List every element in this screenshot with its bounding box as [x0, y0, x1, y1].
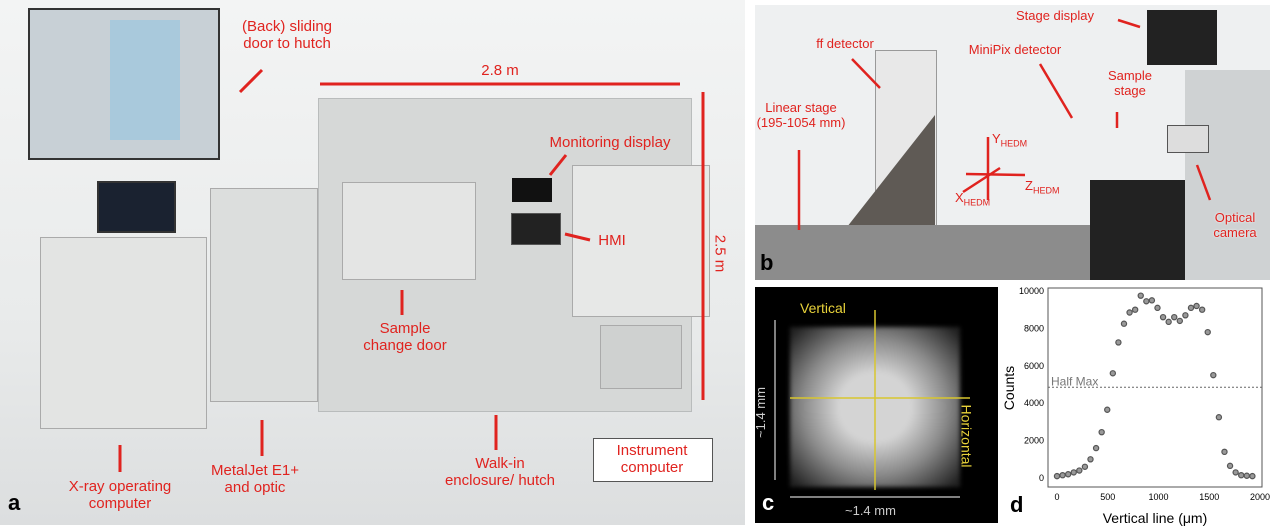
- label-minipix: MiniPix detector: [968, 42, 1062, 57]
- data-point: [1249, 472, 1256, 480]
- metaljet-cabinet: [210, 188, 318, 402]
- data-point: [1115, 339, 1122, 346]
- x-axis-label: Vertical line (μm): [1103, 510, 1208, 526]
- monitoring-display: [512, 178, 552, 202]
- label-optical-camera: Optical camera: [1213, 210, 1257, 240]
- data-point: [1187, 304, 1195, 312]
- data-point: [1109, 370, 1117, 377]
- data-point: [1120, 320, 1128, 327]
- data-point: [1126, 309, 1133, 316]
- stage-display-screen: [1147, 10, 1217, 65]
- y-tick-label: 4000: [1024, 398, 1044, 408]
- data-point: [1154, 304, 1161, 312]
- data-point: [1210, 371, 1217, 379]
- data-point: [1064, 471, 1072, 478]
- x-tick-label: 1000: [1148, 492, 1168, 502]
- data-point: [1076, 467, 1083, 474]
- panel-letter-c: c: [762, 490, 775, 515]
- data-point: [1087, 456, 1094, 463]
- axis-y-hedm: YHEDM: [992, 131, 1028, 149]
- label-hmi: HMI: [598, 232, 626, 249]
- label-vertical: Vertical: [800, 300, 846, 316]
- axis-z-hedm: ZHEDM: [1025, 178, 1060, 196]
- y-tick-label: 0: [1039, 473, 1044, 483]
- label-linear-stage: Linear stage (195-1054 mm): [756, 100, 846, 130]
- panel-letter-a: a: [8, 490, 21, 515]
- sample-change-door: [342, 182, 476, 280]
- panel-letter-d: d: [1010, 492, 1023, 517]
- data-point: [1215, 414, 1223, 421]
- data-point: [1092, 444, 1100, 452]
- xray-monitor: [97, 181, 176, 233]
- data-point: [1053, 472, 1061, 480]
- instrument-computer-box: [593, 438, 713, 482]
- label-sample-door: Sample change door: [363, 320, 447, 354]
- y-tick-label: 6000: [1024, 361, 1044, 371]
- panel-b-photo: [755, 5, 1270, 280]
- data-point: [1098, 428, 1105, 436]
- lower-cabinet: [600, 325, 682, 389]
- x-tick-label: 0: [1054, 492, 1059, 502]
- half-max-label: Half Max: [1051, 374, 1098, 388]
- y-tick-label: 10000: [1019, 286, 1044, 296]
- label-back-door: (Back) sliding door to hutch: [241, 18, 333, 52]
- label-sample-stage: Sample stage: [1107, 68, 1153, 98]
- data-point: [1165, 318, 1172, 326]
- data-point: [1137, 292, 1144, 299]
- data-point: [1171, 313, 1178, 321]
- sample-stage-block: [1090, 180, 1200, 280]
- label-width: 2.8 m: [481, 62, 519, 79]
- data-point: [1059, 471, 1066, 479]
- x-tick-label: 1500: [1199, 492, 1219, 502]
- data-point: [1148, 297, 1156, 304]
- xray-rack: [40, 237, 207, 429]
- data-point: [1238, 471, 1245, 479]
- panel-letter-b: b: [760, 250, 774, 275]
- label-monitoring: Monitoring display: [549, 134, 671, 151]
- y-tick-label: 2000: [1024, 436, 1044, 446]
- label-size-h: ~1.4 mm: [845, 503, 896, 518]
- data-point: [1131, 306, 1139, 313]
- inset-photo: [28, 8, 220, 160]
- axis-x-hedm: XHEDM: [955, 190, 991, 208]
- data-point: [1226, 462, 1234, 470]
- data-point: [1221, 448, 1228, 456]
- x-tick-label: 500: [1100, 492, 1115, 502]
- y-axis-label: Counts: [1001, 366, 1017, 410]
- hmi-panel: [511, 213, 561, 245]
- right-panel: [1185, 70, 1270, 280]
- panel-a-photo: [0, 0, 745, 525]
- label-instrument: Instrument computer: [616, 442, 688, 476]
- data-point: [1193, 302, 1200, 310]
- label-xray: X-ray operating computer: [68, 478, 172, 512]
- data-point: [1081, 463, 1089, 470]
- data-point: [1159, 313, 1167, 321]
- label-walkin: Walk-in enclosure/ hutch: [444, 455, 556, 489]
- data-point: [1198, 306, 1206, 313]
- label-metaljet: MetalJet E1+ and optic: [211, 462, 299, 496]
- label-ff-detector: ff detector: [816, 36, 874, 51]
- data-point: [1143, 298, 1150, 305]
- x-tick-label: 2000: [1250, 492, 1270, 502]
- data-point: [1104, 406, 1111, 413]
- data-point: [1243, 472, 1251, 479]
- data-point: [1176, 317, 1184, 325]
- right-cabinet: [572, 165, 710, 317]
- label-stage-display: Stage display: [1015, 8, 1095, 23]
- data-point: [1204, 328, 1211, 336]
- data-point: [1070, 469, 1077, 476]
- y-tick-label: 8000: [1024, 323, 1044, 333]
- optical-camera: [1167, 125, 1209, 153]
- data-point: [1182, 312, 1189, 319]
- data-point: [1232, 469, 1239, 476]
